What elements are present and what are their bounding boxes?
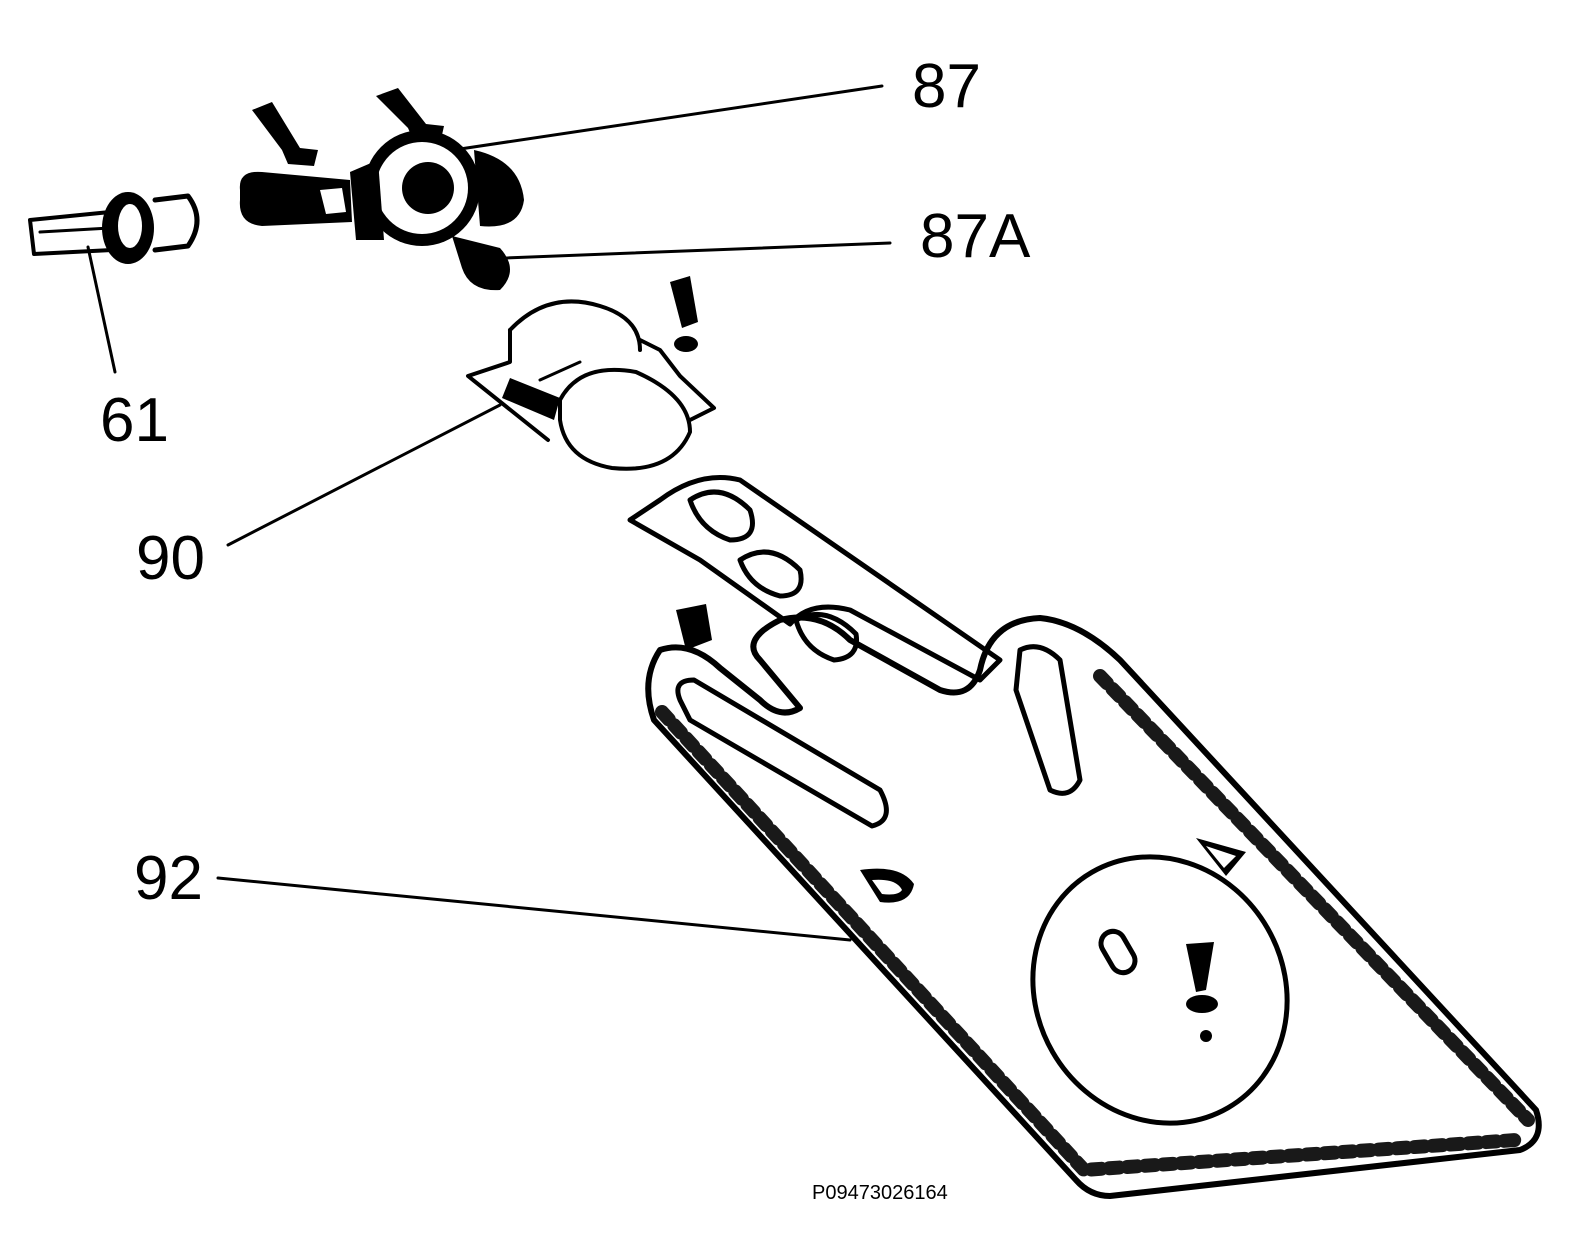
- valve-lobe-right: [474, 150, 524, 227]
- screw-right: [376, 88, 444, 144]
- callout-92: 92: [134, 844, 203, 913]
- leader-90: [226, 403, 502, 547]
- part-92-spray-arm: [627, 475, 1542, 1199]
- callout-90: 90: [136, 524, 205, 593]
- part-90-housing: [466, 276, 716, 471]
- valve-lobe-bottom: [452, 236, 510, 291]
- diagram-reference-code: P09473026164: [812, 1182, 948, 1204]
- screw-left: [252, 102, 318, 166]
- leader-87a: [503, 241, 892, 260]
- leader-lines: [86, 84, 892, 942]
- screw-top: [670, 276, 698, 328]
- leader-92: [216, 876, 852, 942]
- part-87-valve-body: [239, 88, 524, 291]
- leader-61: [86, 245, 117, 374]
- leader-87: [438, 84, 884, 154]
- callout-61: 61: [100, 386, 169, 455]
- valve-arm-left: [239, 171, 352, 226]
- callout-87: 87: [912, 52, 981, 121]
- callout-87a: 87A: [920, 202, 1031, 271]
- part-61-connector: [28, 192, 200, 264]
